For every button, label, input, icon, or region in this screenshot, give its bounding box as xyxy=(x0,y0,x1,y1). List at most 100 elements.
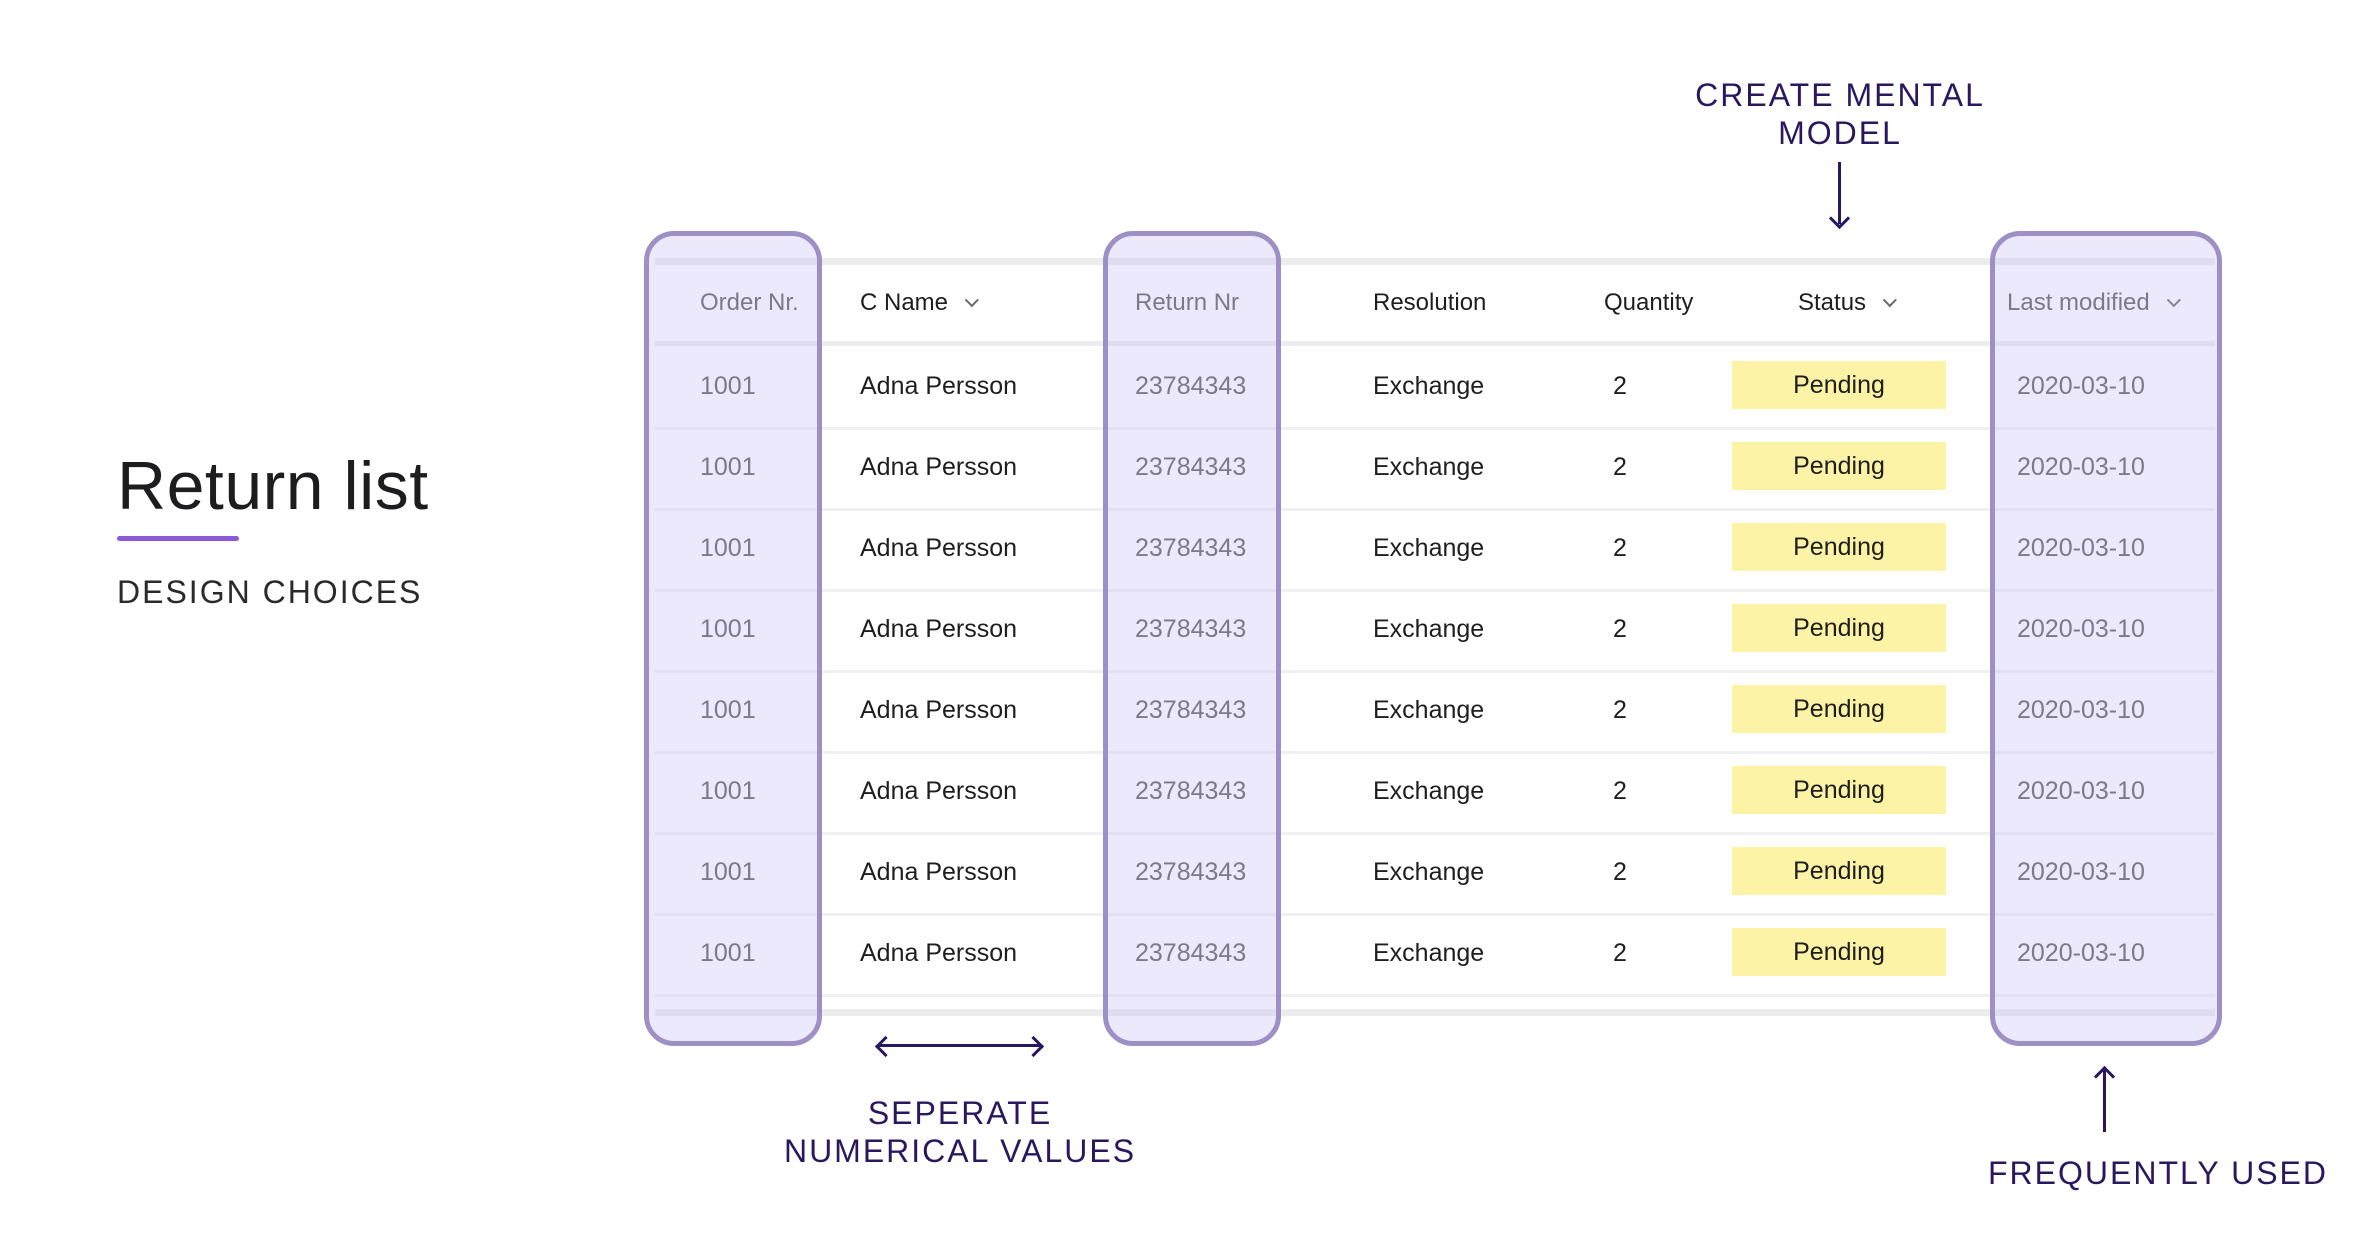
column-header-label: Return Nr xyxy=(1135,289,1240,316)
cell-order-nr: 1001 xyxy=(700,615,756,643)
chevron-down-icon[interactable] xyxy=(964,293,979,308)
column-header-last-modified[interactable]: Last modified xyxy=(2007,265,2181,341)
cell-last-modified: 2020-03-10 xyxy=(2017,858,2145,886)
cell-order-nr: 1001 xyxy=(700,696,756,724)
cell-order-nr: 1001 xyxy=(700,939,756,967)
column-header-label: Quantity xyxy=(1604,289,1694,316)
cell-quantity: 2 xyxy=(1613,939,1627,967)
cell-quantity: 2 xyxy=(1613,696,1627,724)
cell-last-modified: 2020-03-10 xyxy=(2017,372,2145,400)
cell-order-nr: 1001 xyxy=(700,534,756,562)
arrow-head-up-icon xyxy=(2093,1065,2116,1088)
column-header-c-name[interactable]: C Name xyxy=(860,265,979,341)
status-badge: Pending xyxy=(1732,847,1946,895)
cell-quantity: 2 xyxy=(1613,453,1627,481)
annotation-mental-model: CREATE MENTAL MODEL xyxy=(1640,76,2040,152)
cell-quantity: 2 xyxy=(1613,534,1627,562)
annotation-separate-values: SEPERATE NUMERICAL VALUES xyxy=(760,1094,1160,1170)
arrow-down-icon xyxy=(1838,162,1841,224)
arrow-up-icon xyxy=(2103,1068,2106,1132)
cell-customer-name: Adna Persson xyxy=(860,372,1018,400)
cell-quantity: 2 xyxy=(1613,777,1627,805)
table-row[interactable]: 1001 Adna Persson 23784343 Exchange 2 2020-03… xyxy=(655,589,2215,673)
cell-return-nr: 23784343 xyxy=(1135,534,1247,562)
cell-last-modified: 2020-03-10 xyxy=(2017,696,2145,724)
cell-quantity: 2 xyxy=(1613,372,1627,400)
cell-last-modified: 2020-03-10 xyxy=(2017,453,2145,481)
column-header-resolution[interactable]: Resolution xyxy=(1373,265,1486,341)
status-badge: Pending xyxy=(1732,766,1946,814)
cell-return-nr: 23784343 xyxy=(1135,453,1247,481)
cell-return-nr: 23784343 xyxy=(1135,939,1247,967)
annotation-line: CREATE MENTAL xyxy=(1695,77,1985,113)
column-header-label: C Name xyxy=(860,289,949,316)
cell-return-nr: 23784343 xyxy=(1135,858,1247,886)
status-badge: Pending xyxy=(1732,928,1946,976)
cell-order-nr: 1001 xyxy=(700,858,756,886)
column-header-label: Resolution xyxy=(1373,289,1487,316)
cell-resolution: Exchange xyxy=(1373,372,1485,400)
highlight-order-column xyxy=(644,231,822,1046)
cell-order-nr: 1001 xyxy=(700,372,756,400)
highlight-return-column xyxy=(1103,231,1281,1046)
title-underline xyxy=(117,536,239,541)
column-header-label: Status xyxy=(1798,289,1867,316)
cell-last-modified: 2020-03-10 xyxy=(2017,777,2145,805)
chevron-down-icon[interactable] xyxy=(1882,293,1897,308)
annotation-line: FREQUENTLY USED xyxy=(1988,1155,2328,1191)
column-header-order-nr[interactable]: Order Nr. xyxy=(700,265,799,341)
column-header-label: Order Nr. xyxy=(700,289,799,316)
cell-customer-name: Adna Persson xyxy=(860,777,1018,805)
cell-order-nr: 1001 xyxy=(700,453,756,481)
cell-quantity: 2 xyxy=(1613,615,1627,643)
annotation-line: NUMERICAL VALUES xyxy=(783,1133,1137,1169)
cell-customer-name: Adna Persson xyxy=(860,696,1018,724)
status-badge: Pending xyxy=(1732,523,1946,571)
cell-customer-name: Adna Persson xyxy=(860,858,1018,886)
status-badge: Pending xyxy=(1732,604,1946,652)
arrow-head-down-icon xyxy=(1828,207,1851,230)
arrow-head-right-icon xyxy=(1022,1035,1045,1058)
cell-customer-name: Adna Persson xyxy=(860,939,1018,967)
cell-customer-name: Adna Persson xyxy=(860,453,1018,481)
arrow-head-left-icon xyxy=(874,1035,897,1058)
cell-customer-name: Adna Persson xyxy=(860,534,1018,562)
cell-return-nr: 23784343 xyxy=(1135,372,1247,400)
cell-return-nr: 23784343 xyxy=(1135,777,1247,805)
cell-quantity: 2 xyxy=(1613,858,1627,886)
table-header: Order Nr. C Name Return Nr Resolution Qu… xyxy=(655,265,2215,346)
cell-resolution: Exchange xyxy=(1373,939,1485,967)
page-subtitle: DESIGN CHOICES xyxy=(117,574,423,610)
column-header-return-nr[interactable]: Return Nr xyxy=(1135,265,1239,341)
cell-return-nr: 23784343 xyxy=(1135,615,1247,643)
table-row[interactable]: 1001 Adna Persson 23784343 Exchange 2 2020-03… xyxy=(655,508,2215,592)
table-row[interactable]: 1001 Adna Persson 23784343 Exchange 2 2020-03… xyxy=(655,670,2215,754)
column-header-status[interactable]: Status xyxy=(1798,265,1897,341)
cell-last-modified: 2020-03-10 xyxy=(2017,615,2145,643)
cell-resolution: Exchange xyxy=(1373,453,1485,481)
cell-resolution: Exchange xyxy=(1373,615,1485,643)
cell-resolution: Exchange xyxy=(1373,777,1485,805)
arrow-horizontal-icon xyxy=(878,1044,1040,1047)
cell-return-nr: 23784343 xyxy=(1135,696,1247,724)
table-row[interactable]: 1001 Adna Persson 23784343 Exchange 2 2020-03… xyxy=(655,346,2215,430)
status-badge: Pending xyxy=(1732,361,1946,409)
highlight-last-modified-column xyxy=(1990,231,2222,1046)
annotation-line: MODEL xyxy=(1778,115,1902,151)
cell-last-modified: 2020-03-10 xyxy=(2017,939,2145,967)
column-header-label: Last modified xyxy=(2007,289,2150,316)
cell-resolution: Exchange xyxy=(1373,696,1485,724)
page-title: Return list xyxy=(117,448,429,524)
status-badge: Pending xyxy=(1732,685,1946,733)
table-row[interactable]: 1001 Adna Persson 23784343 Exchange 2 2020-03… xyxy=(655,913,2215,997)
annotation-frequently-used: FREQUENTLY USED xyxy=(1988,1154,2348,1192)
column-header-quantity[interactable]: Quantity xyxy=(1604,265,1693,341)
cell-customer-name: Adna Persson xyxy=(860,615,1018,643)
annotation-line: SEPERATE xyxy=(867,1095,1053,1131)
table-row[interactable]: 1001 Adna Persson 23784343 Exchange 2 2020-03… xyxy=(655,427,2215,511)
status-badge: Pending xyxy=(1732,442,1946,490)
cell-last-modified: 2020-03-10 xyxy=(2017,534,2145,562)
cell-resolution: Exchange xyxy=(1373,534,1485,562)
